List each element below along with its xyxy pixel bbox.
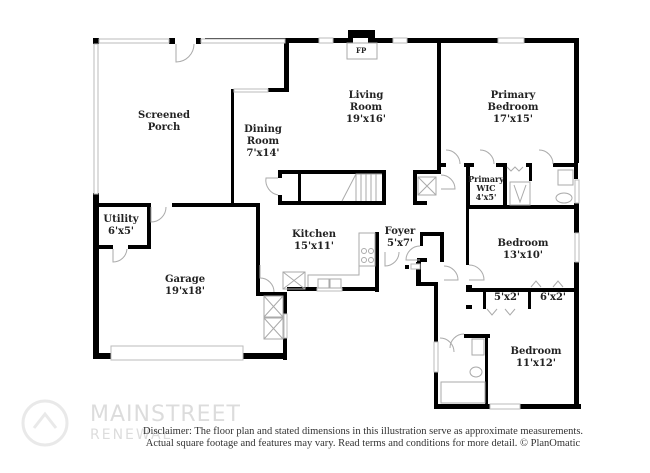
room-name: Foyer [384, 226, 416, 237]
room-dimensions: 13'x10' [503, 250, 543, 261]
room-dimensions: 5'x2' [493, 292, 521, 303]
room-label-living-room: Living Room 19'x16' [346, 90, 386, 126]
mainstreet-logo-icon [21, 399, 69, 447]
disclaimer: Disclaimer: The floor plan and stated di… [0, 426, 650, 450]
room-name: Utility [103, 214, 139, 225]
room-dimensions: 15'x11' [294, 241, 334, 252]
room-dimensions: 11'x12' [516, 358, 556, 369]
room-name: WIC [476, 183, 496, 193]
room-dimensions: 7'x14' [246, 148, 280, 159]
room-dimensions: 19'x18' [165, 286, 205, 297]
room-dimensions: 5'x7' [386, 238, 414, 249]
room-label-bedroom-3: Bedroom 11'x12' [511, 346, 562, 370]
room-name: Living [348, 90, 384, 101]
room-dimensions: 6'x2' [539, 292, 567, 303]
room-label-foyer: Foyer 5'x7' [385, 226, 416, 250]
room-name: Primary [468, 174, 504, 184]
room-label-dining-room: Dining Room 7'x14' [244, 124, 282, 160]
fixtures [263, 42, 574, 404]
room-name: Bedroom [487, 102, 539, 113]
room-dimensions: 19'x16' [346, 114, 386, 125]
door-swings [112, 43, 564, 353]
watermark-sub: RENEWAL [90, 427, 173, 443]
walls [93, 30, 581, 409]
room-label-primary-bedroom: Primary Bedroom 17'x15' [488, 90, 539, 126]
room-label-utility: Utility 6'x5' [103, 214, 138, 238]
room-name: Kitchen [291, 229, 337, 240]
room-dimensions: 4'x5' [475, 192, 497, 202]
room-name: Porch [147, 122, 181, 133]
room-dimensions: 6'x5' [107, 226, 135, 237]
room-label-screened-porch: Screened Porch [138, 110, 190, 134]
windows [93, 37, 580, 410]
fireplace-label: FP [356, 46, 367, 55]
room-name: Room [349, 102, 383, 113]
room-dimensions: 17'x15' [493, 114, 533, 125]
room-name: Primary [490, 90, 536, 101]
room-label-bedroom-2: Bedroom 13'x10' [498, 238, 549, 262]
disclaimer-line-1: Disclaimer: The floor plan and stated di… [142, 426, 584, 437]
room-label-primary-wic: Primary WIC 4'x5' [468, 175, 504, 202]
room-name: Bedroom [497, 238, 549, 249]
room-label-kitchen: Kitchen 15'x11' [292, 229, 336, 253]
room-label-garage: Garage 19'x18' [165, 274, 205, 298]
room-name: Screened [138, 110, 190, 121]
room-label-closet-1: 5'x2' [494, 292, 520, 304]
disclaimer-line-2: Actual square footage and features may v… [145, 438, 581, 449]
room-name: Garage [164, 274, 206, 285]
watermark-brand: MAINSTREET [90, 402, 241, 427]
room-name: Room [246, 136, 280, 147]
room-label-closet-2: 6'x2' [540, 292, 566, 304]
room-name: Dining [244, 124, 282, 135]
room-name: Bedroom [510, 346, 562, 357]
